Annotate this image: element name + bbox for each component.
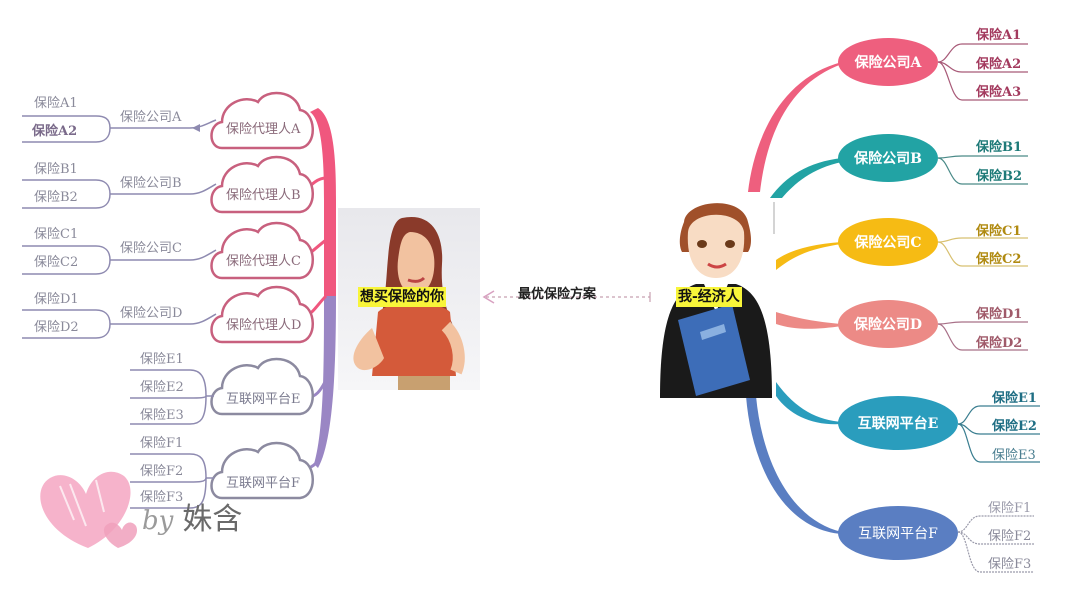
company-node-d[interactable]: 保险公司D — [838, 300, 938, 348]
company-node-c[interactable]: 保险公司C — [838, 218, 938, 266]
signature-name: 姝含 — [182, 502, 243, 537]
broker-label: 我-经济人 — [676, 287, 742, 307]
company-node-a[interactable]: 保险公司A — [838, 38, 938, 86]
left-product-d1[interactable]: 保险D1 — [34, 292, 79, 307]
right-product-e1[interactable]: 保险E1 — [992, 391, 1037, 406]
right-product-c1[interactable]: 保险C1 — [976, 224, 1022, 239]
link-label: 最优保险方案 — [518, 287, 597, 302]
left-company-b[interactable]: 保险公司B — [120, 176, 182, 191]
left-product-a1[interactable]: 保险A1 — [34, 96, 78, 111]
right-product-a2[interactable]: 保险A2 — [976, 57, 1022, 72]
left-product-f2[interactable]: 保险F2 — [140, 464, 184, 479]
left-product-e3[interactable]: 保险E3 — [140, 408, 184, 423]
right-product-a3[interactable]: 保险A3 — [976, 85, 1022, 100]
agent-cloud-a[interactable]: 保险代理人A — [226, 122, 301, 137]
right-product-a1[interactable]: 保险A1 — [976, 28, 1022, 43]
left-product-b2[interactable]: 保险B2 — [34, 190, 78, 205]
left-product-e2[interactable]: 保险E2 — [140, 380, 184, 395]
agent-cloud-c[interactable]: 保险代理人C — [226, 254, 301, 269]
signature-by: by — [142, 506, 174, 536]
company-node-a-label: 保险公司A — [854, 55, 922, 71]
platform-node-e[interactable]: 互联网平台E — [838, 396, 958, 450]
company-node-c-label: 保险公司C — [854, 235, 922, 251]
right-product-d1[interactable]: 保险D1 — [976, 307, 1023, 322]
platform-node-e-label: 互联网平台E — [857, 416, 939, 432]
company-node-d-label: 保险公司D — [853, 317, 923, 333]
platform-cloud-f[interactable]: 互联网平台F — [226, 476, 301, 491]
left-product-f3[interactable]: 保险F3 — [140, 490, 184, 505]
platform-node-f-label: 互联网平台F — [858, 526, 938, 542]
left-product-c1[interactable]: 保险C1 — [34, 227, 79, 242]
right-product-e3[interactable]: 保险E3 — [992, 448, 1036, 463]
right-product-d2[interactable]: 保险D2 — [976, 336, 1023, 351]
right-product-e2[interactable]: 保险E2 — [992, 419, 1037, 434]
right-product-b1[interactable]: 保险B1 — [976, 140, 1023, 155]
agent-cloud-d[interactable]: 保险代理人D — [226, 318, 302, 333]
right-product-f2[interactable]: 保险F2 — [988, 529, 1032, 544]
right-product-b2[interactable]: 保险B2 — [976, 169, 1023, 184]
left-product-e1[interactable]: 保险E1 — [140, 352, 184, 367]
platform-cloud-e[interactable]: 互联网平台E — [226, 392, 301, 407]
agent-cloud-b[interactable]: 保险代理人B — [226, 188, 301, 203]
right-product-f3[interactable]: 保险F3 — [988, 557, 1032, 572]
right-product-c2[interactable]: 保险C2 — [976, 252, 1022, 267]
left-product-d2[interactable]: 保险D2 — [34, 320, 79, 335]
buyer-label: 想买保险的你 — [358, 287, 446, 307]
signature: by 姝含 — [142, 494, 242, 538]
left-product-c2[interactable]: 保险C2 — [34, 255, 79, 270]
left-company-c[interactable]: 保险公司C — [120, 241, 182, 256]
right-product-f1[interactable]: 保险F1 — [988, 501, 1032, 516]
platform-node-f[interactable]: 互联网平台F — [838, 506, 958, 560]
left-company-a[interactable]: 保险公司A — [120, 110, 182, 125]
heart-icon — [40, 471, 138, 548]
company-node-b[interactable]: 保险公司B — [838, 134, 938, 182]
left-company-d[interactable]: 保险公司D — [120, 306, 183, 321]
left-product-f1[interactable]: 保险F1 — [140, 436, 184, 451]
company-node-b-label: 保险公司B — [854, 151, 922, 167]
left-product-b1[interactable]: 保险B1 — [34, 162, 78, 177]
left-product-a2[interactable]: 保险A2 — [32, 124, 78, 139]
